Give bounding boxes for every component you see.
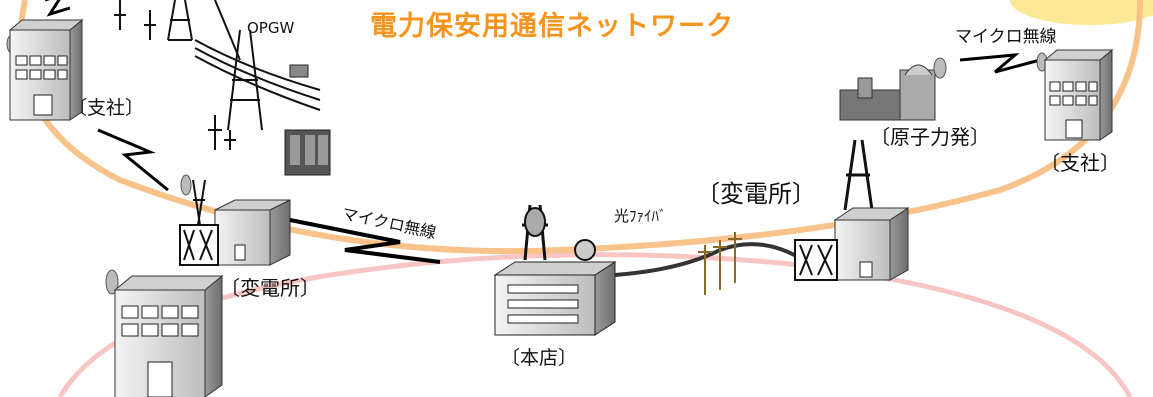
- substation-equipment-top: [284, 64, 331, 176]
- microwave-link-center: [289, 218, 441, 264]
- nuclear-power-plant: [839, 57, 947, 121]
- head-office-label: 〔本店〕: [501, 347, 578, 369]
- substation-right-building: [794, 139, 910, 281]
- microwave-link-topleft: [45, 0, 71, 17]
- outer-network-ring: [17, 0, 1143, 255]
- branch-office-bottomleft-building: [105, 269, 224, 397]
- substation-center-label: 〔変電所〕: [696, 180, 816, 208]
- substation-left-building: [179, 174, 291, 266]
- microwave-link-right: [959, 53, 1041, 74]
- branch-right-label: 〔支社〕: [1040, 151, 1120, 175]
- diagram-title: 電力保安用通信ネットワーク: [370, 11, 734, 42]
- transmission-towers-opgw: [114, 0, 321, 150]
- head-office-building: [493, 204, 617, 336]
- microwave-link-left: [97, 128, 169, 192]
- substation-left-label: 〔変電所〕: [220, 276, 320, 300]
- microwave-right-label: マイクロ無線: [955, 27, 1057, 47]
- branch-office-left-building: [6, 18, 84, 121]
- sun-glow-decoration: [1010, 0, 1153, 25]
- branch-office-right-building: [1036, 48, 1114, 141]
- opgw-label: OPGW: [247, 19, 295, 37]
- branch-left-label: 〔支社〕: [68, 97, 145, 119]
- optical-fiber-label: 光ﾌｧｲﾊﾞ: [614, 207, 667, 225]
- utility-poles: [698, 232, 742, 295]
- nuclear-plant-label: 〔原子力発〕: [870, 125, 990, 149]
